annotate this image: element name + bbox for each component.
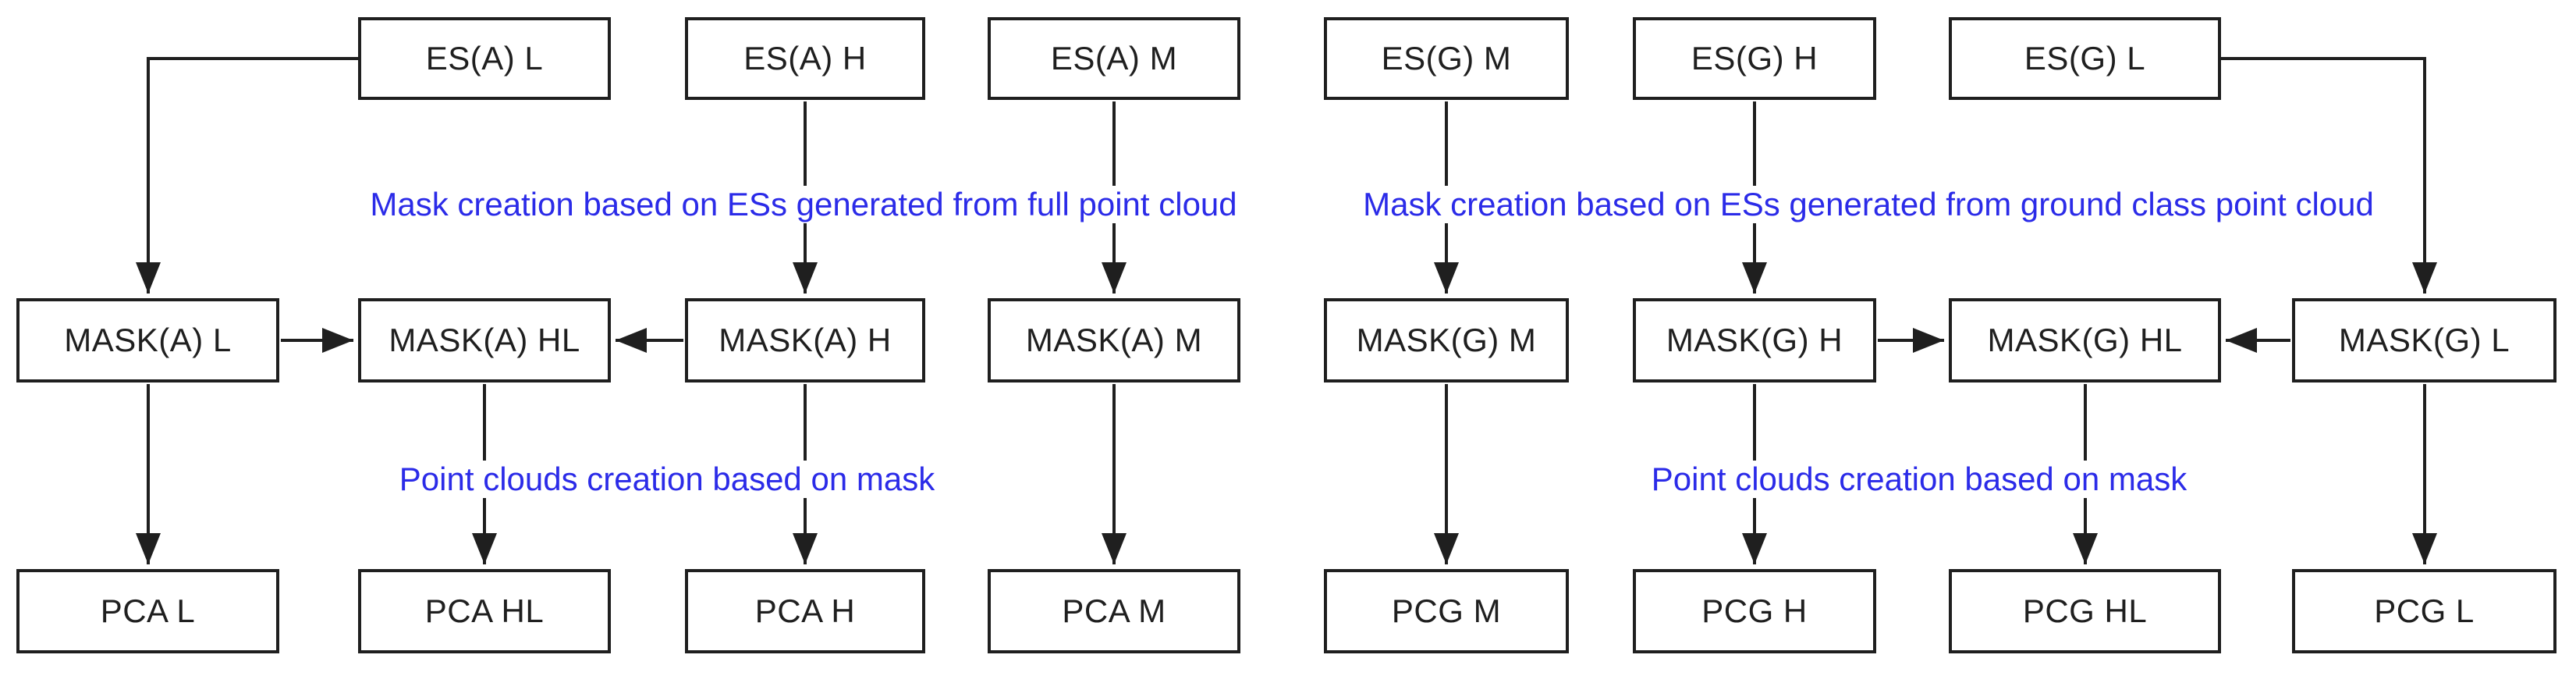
node-mask-g-hl: MASK(G) HL <box>1949 298 2221 382</box>
node-pcg-l: PCG L <box>2292 569 2556 653</box>
annotation-mask-creation-full: Mask creation based on ESs generated fro… <box>187 184 1420 225</box>
annotation-pc-creation-right: Point clouds creation based on mask <box>1490 459 2348 500</box>
node-es-g-l: ES(G) L <box>1949 17 2221 100</box>
node-mask-g-l: MASK(G) L <box>2292 298 2556 382</box>
node-pcg-m: PCG M <box>1324 569 1569 653</box>
node-es-a-h: ES(A) H <box>685 17 925 100</box>
node-mask-g-h: MASK(G) H <box>1633 298 1876 382</box>
arrow-es-a-l-to-mask-a-l <box>136 57 358 294</box>
node-pca-hl: PCA HL <box>358 569 611 653</box>
annotation-pc-creation-left: Point clouds creation based on mask <box>238 459 1096 500</box>
node-pcg-h: PCG H <box>1633 569 1876 653</box>
arrow-es-g-l-to-mask-g-l <box>2221 57 2437 294</box>
node-mask-g-m: MASK(G) M <box>1324 298 1569 382</box>
node-mask-a-l: MASK(A) L <box>16 298 279 382</box>
node-es-a-m: ES(A) M <box>988 17 1240 100</box>
node-pca-m: PCA M <box>988 569 1240 653</box>
annotation-pc-creation-left-text: Point clouds creation based on mask <box>391 461 943 498</box>
node-pcg-hl: PCG HL <box>1949 569 2221 653</box>
node-pca-h: PCA H <box>685 569 925 653</box>
node-mask-a-hl: MASK(A) HL <box>358 298 611 382</box>
node-mask-a-h: MASK(A) H <box>685 298 925 382</box>
annotation-mask-creation-ground: Mask creation based on ESs generated fro… <box>1295 184 2442 225</box>
node-es-g-m: ES(G) M <box>1324 17 1569 100</box>
annotation-mask-creation-full-text: Mask creation based on ESs generated fro… <box>362 186 1245 223</box>
annotation-pc-creation-right-text: Point clouds creation based on mask <box>1643 461 2195 498</box>
node-es-a-l: ES(A) L <box>358 17 611 100</box>
node-pca-l: PCA L <box>16 569 279 653</box>
annotation-mask-creation-ground-text: Mask creation based on ESs generated fro… <box>1355 186 2382 223</box>
node-es-g-h: ES(G) H <box>1633 17 1876 100</box>
node-mask-a-m: MASK(A) M <box>988 298 1240 382</box>
